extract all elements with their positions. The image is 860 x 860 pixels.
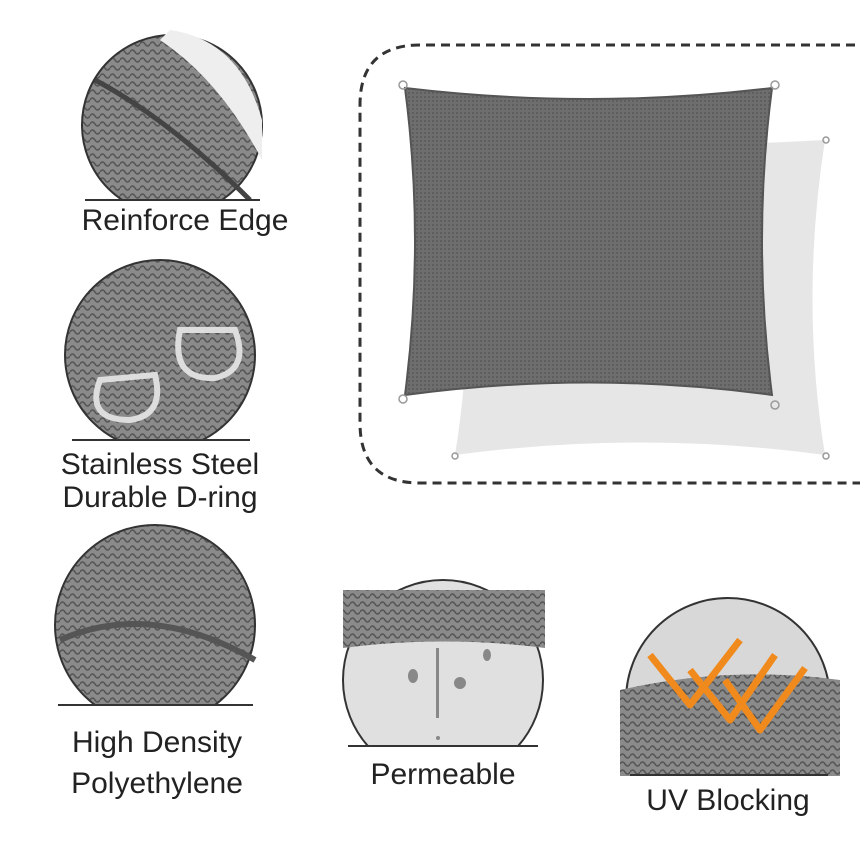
feature-label-d-ring: Stainless Steel Durable D-ring: [30, 448, 290, 514]
shade-sail: [403, 86, 774, 397]
label-line: High Density: [71, 726, 243, 759]
uv-arrows-icon: [647, 637, 808, 734]
uv-blocking-image: [620, 597, 840, 776]
label-line: Reinforce Edge: [81, 204, 289, 237]
label-line: UV Blocking: [646, 784, 810, 817]
feature-label-reinforce-edge: Reinforce Edge: [60, 204, 310, 237]
label-line: Permeable: [370, 758, 516, 791]
label-line: Durable D-ring: [62, 481, 258, 514]
feature-label-uv-blocking: UV Blocking: [618, 784, 838, 817]
d-ring-image: [64, 259, 256, 440]
feature-label-polyethylene: High Density Polyethylene: [37, 722, 277, 804]
feature-label-permeable: Permeable: [343, 758, 543, 791]
polyethylene-image: [54, 524, 257, 706]
reinforce-edge-image: [81, 30, 263, 200]
corner-rings: [398, 80, 830, 460]
permeable-image: [342, 579, 545, 746]
label-line: Polyethylene: [71, 767, 243, 800]
dashed-frame: [358, 43, 860, 485]
label-line: Stainless Steel: [60, 448, 260, 481]
